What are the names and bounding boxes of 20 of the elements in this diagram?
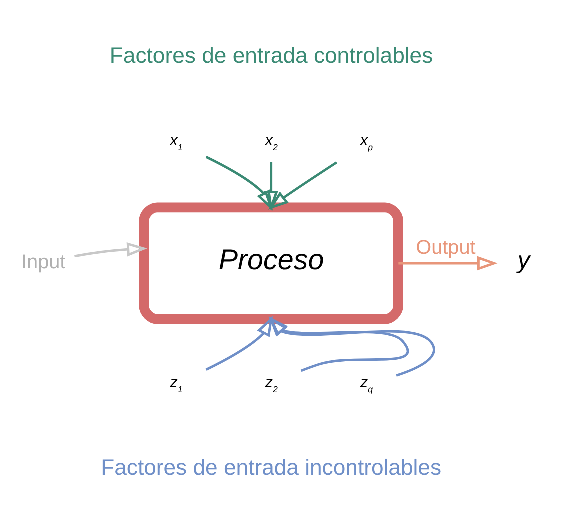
- node-text: z$_{q}$: [360, 374, 373, 394]
- node-text: x$_{p}$: [360, 132, 373, 152]
- arrow: [269, 316, 436, 376]
- node-box: Proceso: [139, 202, 404, 324]
- node-text: x$_{1}$: [170, 132, 183, 152]
- node-text: Input: [21, 250, 66, 273]
- arrow: [206, 316, 274, 370]
- label: Factores de entrada incontrolables: [101, 454, 442, 480]
- node-text: z$_{2}$: [265, 374, 278, 394]
- node-text: z$_{1}$: [170, 374, 183, 394]
- arrow: [74, 242, 148, 258]
- arrow: [268, 316, 409, 372]
- arrow: [206, 156, 274, 210]
- node-text: x$_{2}$: [265, 132, 278, 152]
- edge-label: Output: [416, 236, 476, 258]
- label: Factores de entrada controlables: [110, 42, 434, 68]
- arrow: [264, 162, 278, 211]
- arrow: [268, 161, 338, 210]
- node-text: y: [518, 247, 530, 274]
- arrow: [398, 256, 498, 270]
